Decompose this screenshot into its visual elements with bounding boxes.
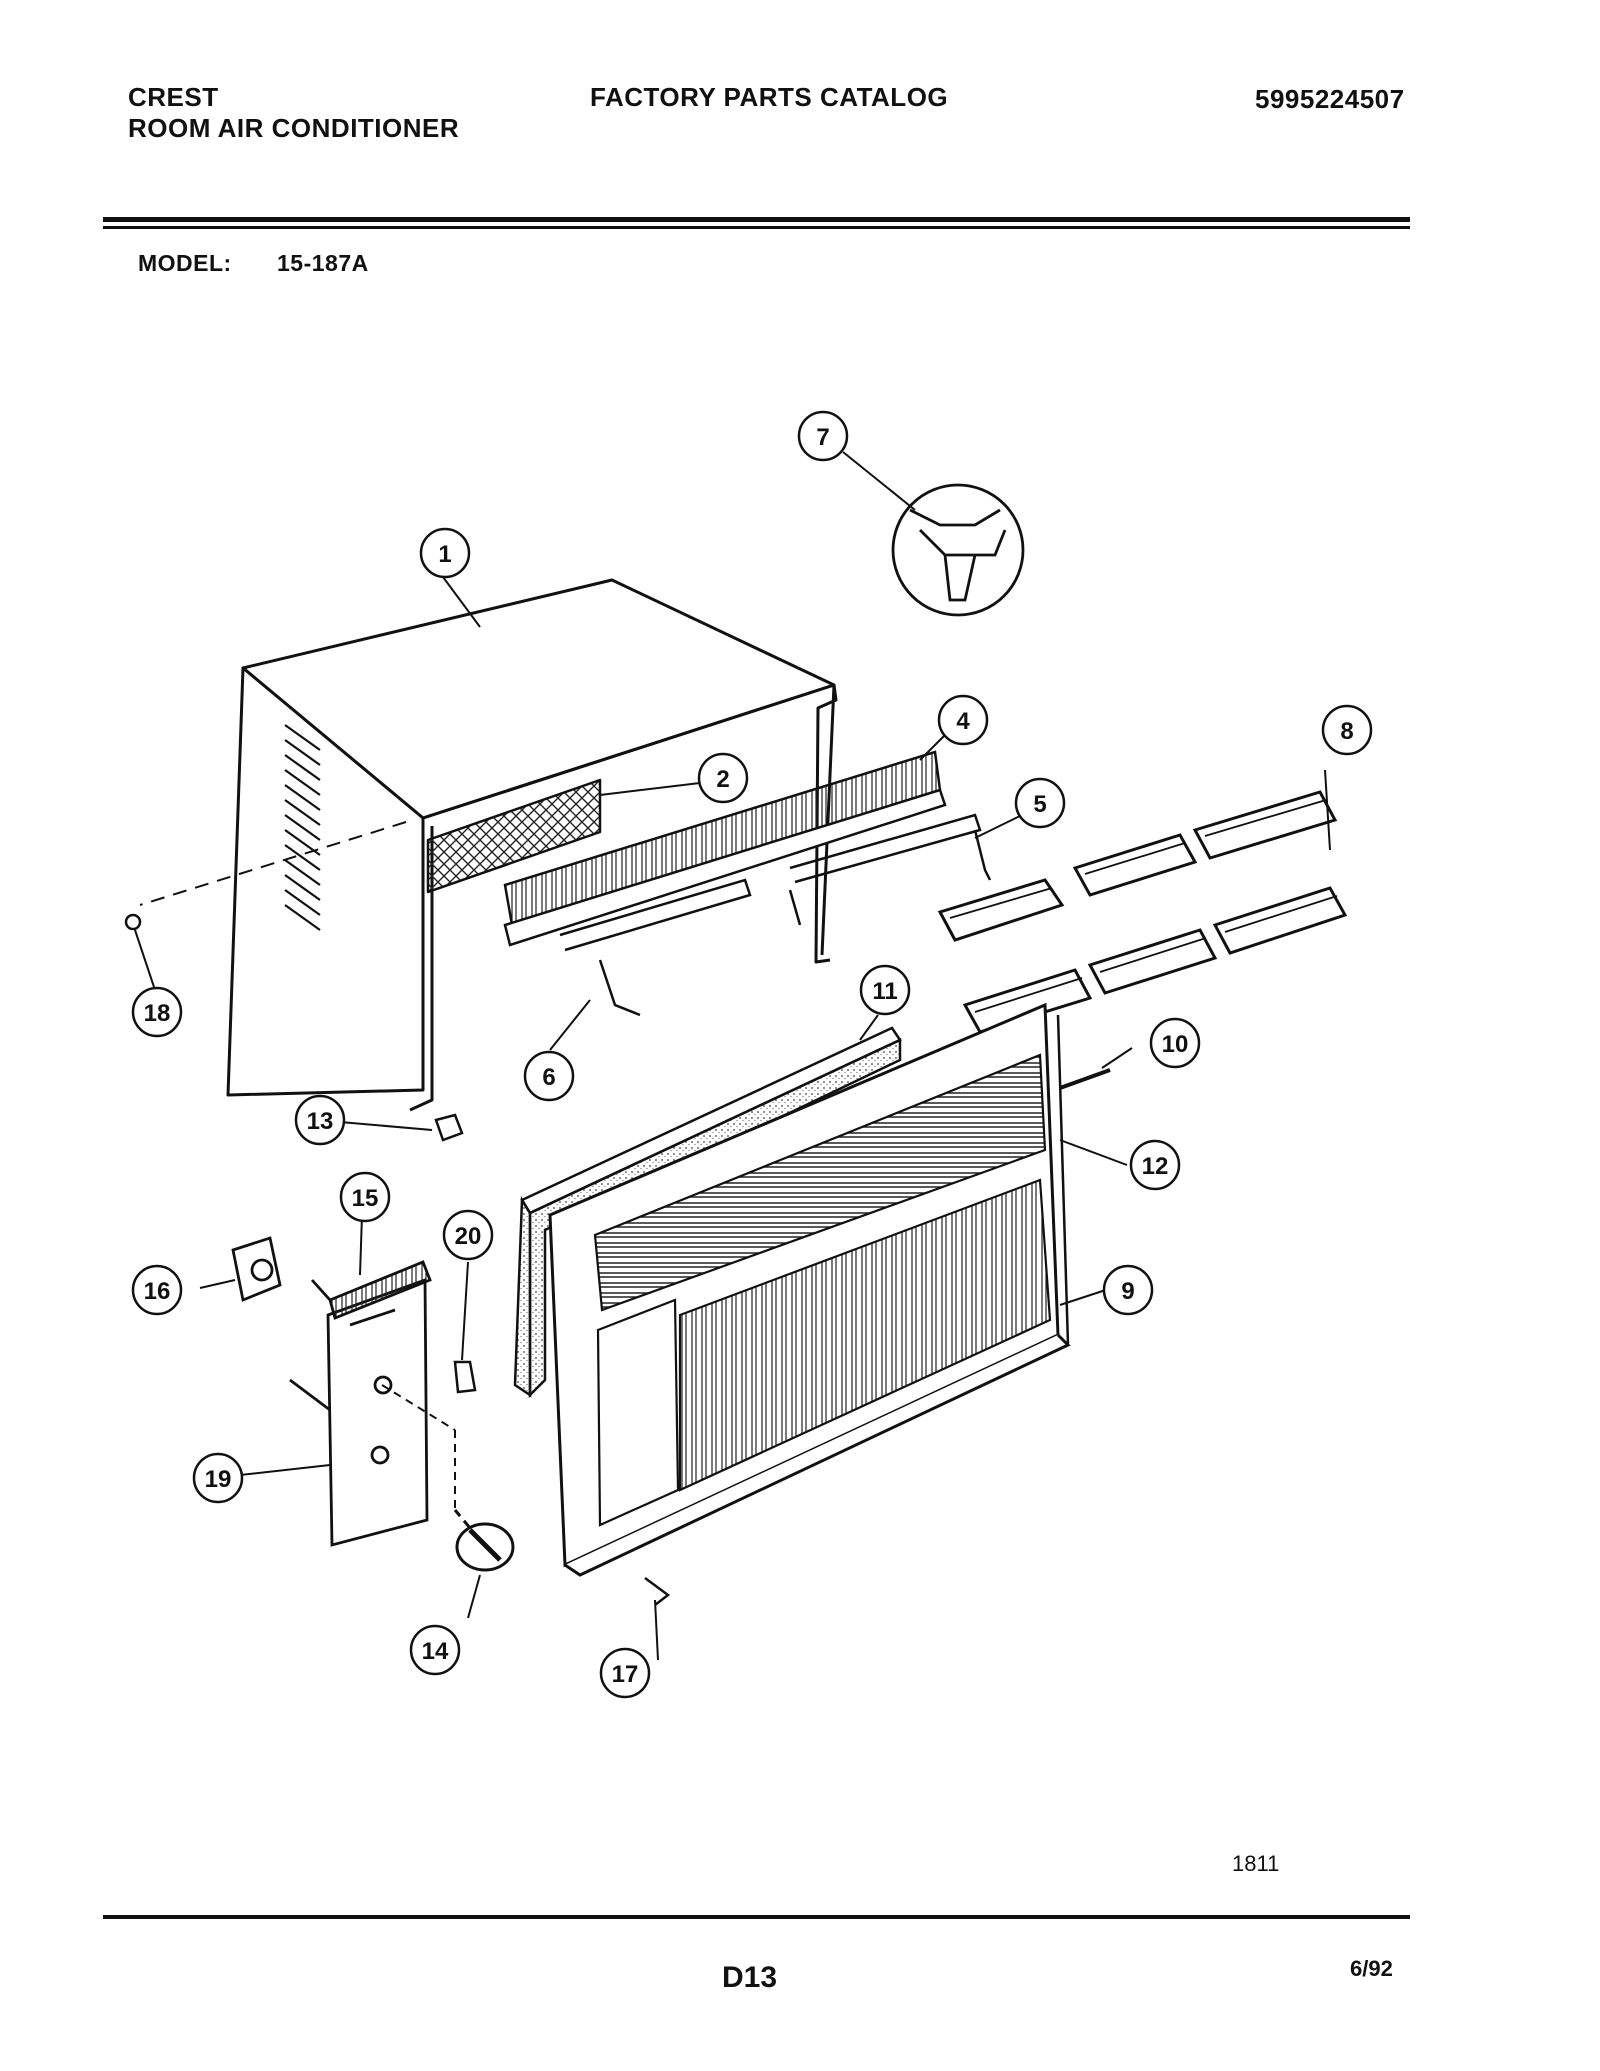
callout-12: 12 bbox=[1129, 1139, 1181, 1191]
svg-text:7: 7 bbox=[816, 424, 829, 451]
svg-text:1: 1 bbox=[438, 541, 451, 568]
svg-text:4: 4 bbox=[956, 708, 970, 735]
publication-date: 6/92 bbox=[1350, 1956, 1393, 1981]
svg-text:12: 12 bbox=[1142, 1153, 1169, 1180]
callout-2: 2 bbox=[697, 752, 749, 804]
callout-5: 5 bbox=[1014, 777, 1066, 829]
drawing-number: 1811 bbox=[1232, 1851, 1280, 1876]
svg-text:19: 19 bbox=[205, 1466, 232, 1493]
footer-rule bbox=[103, 1915, 1410, 1919]
control-panel bbox=[289, 1260, 432, 1547]
header-rule-thin bbox=[103, 226, 1410, 229]
svg-text:8: 8 bbox=[1340, 718, 1353, 745]
page-code: D13 bbox=[722, 1961, 778, 1994]
svg-text:14: 14 bbox=[422, 1638, 449, 1665]
callout-10: 10 bbox=[1149, 1017, 1201, 1069]
callout-8: 8 bbox=[1321, 704, 1373, 756]
callout-13: 13 bbox=[294, 1094, 346, 1146]
callout-16: 16 bbox=[131, 1264, 183, 1316]
header-rule bbox=[103, 217, 1410, 222]
svg-text:11: 11 bbox=[872, 978, 897, 1005]
clip-detail bbox=[842, 451, 1025, 617]
model-number: 15-187A bbox=[277, 250, 369, 276]
callout-7: 7 bbox=[797, 410, 849, 462]
svg-text:20: 20 bbox=[455, 1223, 482, 1250]
callout-11: 11 bbox=[859, 964, 911, 1016]
control-knob bbox=[381, 1384, 515, 1572]
svg-text:6: 6 bbox=[542, 1064, 555, 1091]
svg-text:18: 18 bbox=[144, 1000, 171, 1027]
callout-leaders bbox=[134, 576, 1133, 1661]
brand-name: CREST bbox=[128, 82, 219, 112]
switch-block bbox=[231, 1236, 282, 1302]
svg-text:5: 5 bbox=[1033, 791, 1046, 818]
catalog-number: 5995224507 bbox=[1255, 84, 1405, 114]
air-deflectors bbox=[937, 769, 1348, 1034]
small-clips bbox=[124, 913, 671, 1606]
callout-14: 14 bbox=[409, 1624, 461, 1676]
callout-9: 9 bbox=[1102, 1264, 1154, 1316]
callout-6: 6 bbox=[523, 1050, 575, 1102]
svg-text:17: 17 bbox=[612, 1661, 639, 1688]
louver-assembly bbox=[503, 750, 992, 1017]
svg-text:2: 2 bbox=[716, 766, 729, 793]
cabinet bbox=[139, 578, 838, 1112]
callout-1: 1 bbox=[419, 527, 471, 579]
product-name: ROOM AIR CONDITIONER bbox=[128, 113, 460, 143]
svg-text:9: 9 bbox=[1121, 1278, 1134, 1305]
svg-text:15: 15 bbox=[352, 1185, 379, 1212]
callout-19: 19 bbox=[192, 1452, 244, 1504]
callout-4: 4 bbox=[937, 694, 989, 746]
callout-15: 15 bbox=[339, 1171, 391, 1223]
callout-18: 18 bbox=[131, 986, 183, 1038]
air-filter bbox=[513, 1026, 902, 1399]
callout-17: 17 bbox=[599, 1647, 651, 1699]
callout-20: 20 bbox=[442, 1209, 494, 1261]
svg-text:16: 16 bbox=[144, 1278, 171, 1305]
svg-text:10: 10 bbox=[1162, 1031, 1189, 1058]
svg-text:13: 13 bbox=[307, 1108, 334, 1135]
catalog-title: FACTORY PARTS CATALOG bbox=[590, 82, 949, 112]
front-panel bbox=[548, 1002, 1111, 1577]
model-label: MODEL: bbox=[138, 250, 232, 276]
